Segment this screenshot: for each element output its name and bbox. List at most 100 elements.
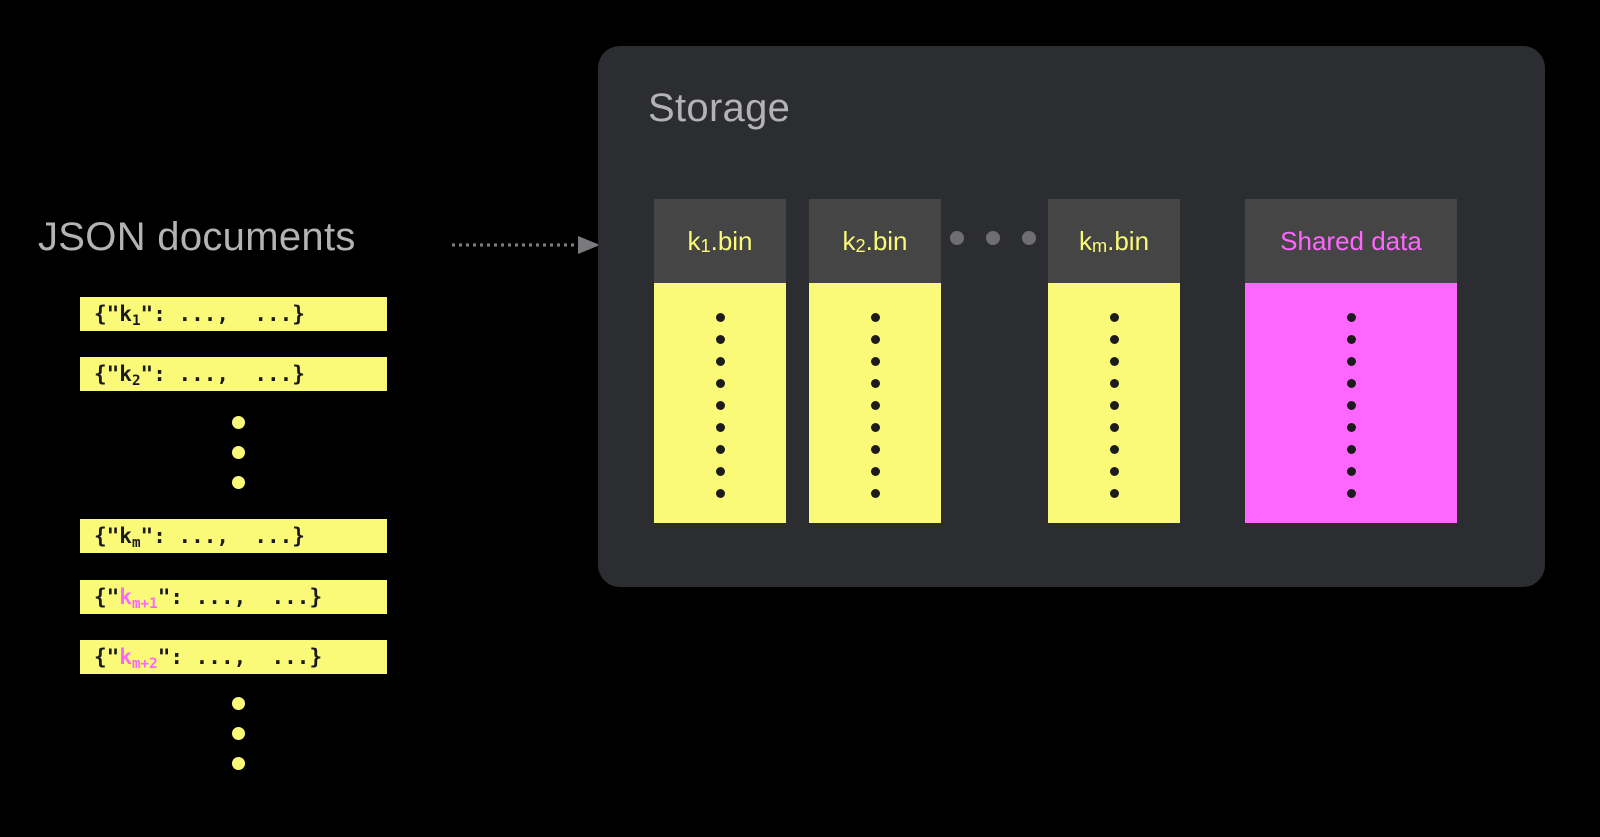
record-dot	[1346, 312, 1356, 322]
record-dot	[1109, 444, 1119, 454]
json-row-key: km+1	[119, 585, 158, 612]
record-dot	[1346, 400, 1356, 410]
ellipsis-dot	[232, 446, 245, 459]
record-dot	[870, 378, 880, 388]
ellipsis-dot	[232, 416, 245, 429]
column-label-base: k	[687, 225, 701, 256]
flow-arrow	[452, 232, 602, 258]
json-document-row: {"k2": ..., ...}	[80, 357, 387, 391]
json-row-suffix: ": ..., ...}	[140, 362, 305, 386]
record-dot	[1109, 488, 1119, 498]
storage-column-header-shared-data: Shared data	[1245, 199, 1457, 283]
ellipsis-dot	[232, 697, 245, 710]
record-dot	[1346, 466, 1356, 476]
record-dot	[715, 378, 725, 388]
record-dot	[1346, 356, 1356, 366]
json-row-prefix: {"	[94, 362, 120, 386]
json-row-key-subscript: m	[131, 535, 141, 551]
storage-column-body-shared-data	[1245, 283, 1457, 523]
json-row-prefix: {"	[94, 302, 120, 326]
record-dot	[1346, 422, 1356, 432]
json-row-key-base: k	[119, 645, 132, 669]
json-row-key-subscript: 2	[131, 373, 141, 389]
record-dot	[870, 444, 880, 454]
column-label-base: k	[1078, 225, 1092, 256]
record-dot	[1346, 334, 1356, 344]
json-row-prefix: {"	[94, 524, 120, 548]
record-dot	[870, 312, 880, 322]
record-dot	[870, 334, 880, 344]
storage-column-body-k1-bin	[654, 283, 786, 523]
ellipsis-dot	[232, 476, 245, 489]
record-dot	[1109, 356, 1119, 366]
storage-column-body-km-bin	[1048, 283, 1180, 523]
json-row-key-subscript: m+1	[131, 596, 158, 612]
json-row-key-subscript: m+2	[131, 656, 158, 672]
record-dot	[715, 334, 725, 344]
json-row-suffix: ": ..., ...}	[140, 302, 305, 326]
json-row-key-base: k	[119, 585, 132, 609]
record-dot	[1109, 312, 1119, 322]
json-document-row: {"km": ..., ...}	[80, 519, 387, 553]
column-ellipsis-dot	[1022, 231, 1036, 245]
record-dot	[715, 488, 725, 498]
json-row-suffix: ": ..., ...}	[140, 524, 305, 548]
record-dot	[1109, 334, 1119, 344]
flow-arrow-icon	[452, 236, 600, 254]
json-row-suffix: ": ..., ...}	[157, 585, 323, 609]
record-dot	[870, 466, 880, 476]
record-dot	[1109, 422, 1119, 432]
json-document-row: {"k1": ..., ...}	[80, 297, 387, 331]
record-dot	[870, 356, 880, 366]
json-documents-title: JSON documents	[38, 215, 356, 259]
json-row-prefix: {"	[94, 645, 120, 669]
json-documents-panel: JSON documents {"k1": ..., ...}{"k2": ..…	[0, 0, 600, 837]
ellipsis-bottom	[232, 697, 245, 770]
record-dot	[715, 466, 725, 476]
storage-columns-ellipsis	[950, 231, 1036, 245]
record-dot	[1346, 444, 1356, 454]
record-dot	[715, 312, 725, 322]
storage-column-body-k2-bin	[809, 283, 941, 523]
record-dot	[1346, 488, 1356, 498]
column-label-suffix: .bin	[710, 225, 753, 256]
record-dot	[715, 356, 725, 366]
storage-column-shared-data[interactable]: Shared data	[1245, 199, 1457, 523]
json-document-row: {"km+2": ..., ...}	[80, 640, 387, 674]
json-row-key: km+2	[119, 645, 158, 672]
column-label-suffix: .bin	[1107, 225, 1150, 256]
column-ellipsis-dot	[950, 231, 964, 245]
json-document-row: {"km+1": ..., ...}	[80, 580, 387, 614]
record-dot	[1109, 378, 1119, 388]
record-dot	[870, 488, 880, 498]
column-ellipsis-dot	[986, 231, 1000, 245]
json-row-suffix: ": ..., ...}	[157, 645, 323, 669]
json-row-prefix: {"	[94, 585, 120, 609]
record-dot	[1109, 466, 1119, 476]
record-dot	[1346, 378, 1356, 388]
record-dot	[715, 422, 725, 432]
column-label-base: k	[842, 225, 856, 256]
json-row-key-base: k	[119, 362, 132, 386]
json-row-key-subscript: 1	[131, 313, 141, 329]
record-dot	[715, 444, 725, 454]
record-dot	[870, 422, 880, 432]
storage-title: Storage	[648, 86, 791, 130]
json-row-key: k2	[119, 362, 141, 389]
json-row-key-base: k	[119, 524, 132, 548]
ellipsis-middle	[232, 416, 245, 489]
json-row-key-base: k	[119, 302, 132, 326]
record-dot	[715, 400, 725, 410]
record-dot	[1109, 400, 1119, 410]
column-label-base: Shared data	[1280, 225, 1422, 256]
json-row-key: km	[119, 524, 141, 551]
record-dot	[870, 400, 880, 410]
